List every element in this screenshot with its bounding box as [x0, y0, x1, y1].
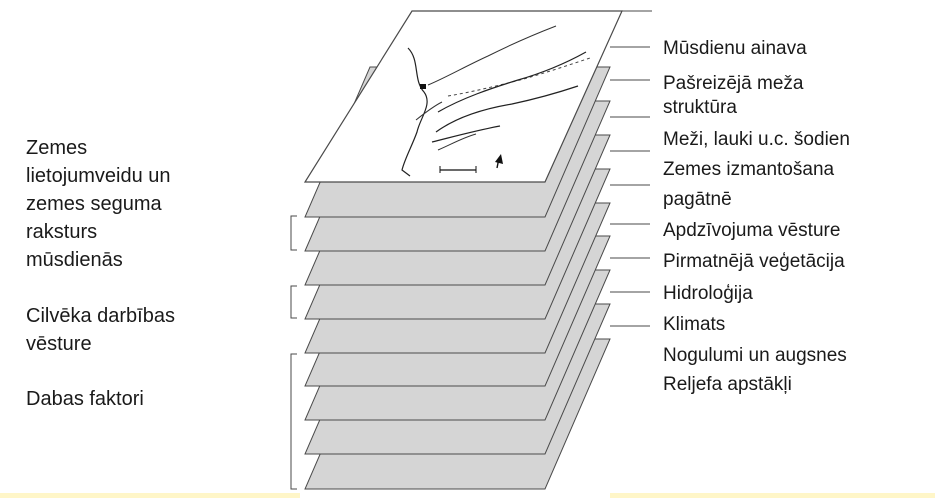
- map-illustration: [303, 10, 623, 183]
- top-map-layer: [303, 10, 623, 183]
- group-label-human-history: Cilvēka darbības vēsture: [26, 305, 175, 355]
- layer-label-forests-fields: Meži, lauki u.c. šodien: [663, 129, 850, 150]
- group-label-natural-factors: Dabas faktori: [26, 388, 144, 410]
- group-label-land-use: Zemes lietojumveidu un zemes seguma raks…: [26, 137, 171, 271]
- group-bracket: [290, 215, 297, 251]
- layer-label-sediments-soils: Nogulumi un augsnes: [663, 345, 847, 366]
- bottom-band-left: [0, 493, 300, 498]
- layer-label-modern-landscape: Mūsdienu ainava: [663, 38, 807, 59]
- layer-label-land-use-past: Zemes izmantošana: [663, 159, 835, 180]
- group-bracket: [290, 285, 297, 319]
- layer-label-hydrology: Hidroloģija: [663, 283, 753, 304]
- layer-label-land-use-past-cont: pagātnē: [663, 189, 732, 210]
- group-brackets: [290, 215, 297, 490]
- layer-label-primary-vegetation: Pirmatnējā veģetācija: [663, 251, 845, 272]
- bottom-band-right: [610, 493, 935, 498]
- city-marker: [420, 84, 426, 89]
- layer-label-climate: Klimats: [663, 314, 726, 335]
- lowland-region: [431, 51, 587, 143]
- river: [427, 25, 557, 86]
- label-leader-lines: [610, 10, 652, 327]
- north-arrow-icon: [495, 154, 503, 169]
- layer-label-settlement-history: Apdzīvojuma vēsture: [663, 220, 841, 241]
- layer-label-forest-structure-cont: struktūra: [663, 97, 737, 118]
- layer-label-relief: Reljefa apstākļi: [663, 374, 792, 395]
- group-bracket: [290, 353, 297, 490]
- layer-label-forest-structure: Pašreizējā meža: [663, 73, 804, 94]
- highland-region: [415, 101, 477, 151]
- scale-bar-icon: [439, 166, 477, 173]
